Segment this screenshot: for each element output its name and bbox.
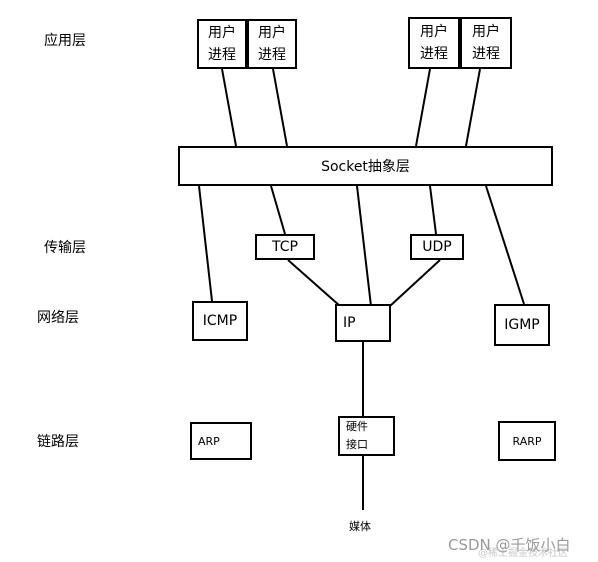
- media-label: 媒体: [349, 520, 371, 533]
- user-process-box: 用户 进程: [247, 19, 297, 69]
- tcp-label: TCP: [272, 239, 298, 255]
- link-proc3-socket: [415, 68, 431, 147]
- hw-label: 硬件: [346, 420, 368, 433]
- user-process-box: 用户 进程: [197, 19, 247, 69]
- process-label: 用户: [258, 25, 286, 41]
- watermark-sub: @稀土掘金技术社区: [478, 548, 568, 559]
- link-proc2-socket: [272, 68, 288, 147]
- link-proc1-socket: [221, 68, 237, 147]
- process-label: 进程: [208, 47, 236, 63]
- igmp-label: IGMP: [504, 317, 540, 333]
- link-socket-udp: [429, 185, 437, 235]
- arp-label: ARP: [198, 434, 220, 448]
- socket-label: Socket抽象层: [321, 159, 410, 175]
- link-tcp-ip: [287, 259, 341, 307]
- link-udp-ip: [389, 259, 441, 307]
- icmp-label: ICMP: [202, 313, 238, 329]
- link-socket-icmp: [198, 185, 213, 302]
- link-socket-igmp: [485, 185, 525, 305]
- process-label: 用户: [420, 24, 448, 40]
- tcp-box: TCP: [255, 234, 315, 260]
- ip-label: IP: [343, 315, 356, 331]
- process-label: 进程: [420, 46, 448, 62]
- link-socket-tcp: [270, 185, 286, 235]
- user-process-box: 用户 进程: [408, 17, 460, 69]
- watermark-main: CSDN @千饭小白: [448, 536, 571, 554]
- user-process-box: 用户 进程: [460, 17, 512, 69]
- icmp-box: ICMP: [192, 301, 248, 341]
- layer-label-link: 链路层: [37, 434, 79, 450]
- process-label: 用户: [472, 24, 500, 40]
- hardware-interface-box: 硬件 接口: [338, 416, 395, 456]
- layer-label-application: 应用层: [44, 33, 86, 49]
- process-label: 进程: [472, 46, 500, 62]
- layer-label-network: 网络层: [37, 310, 79, 326]
- arp-box: ARP: [190, 422, 252, 460]
- rarp-box: RARP: [498, 421, 556, 461]
- link-proc4-socket: [465, 68, 481, 147]
- socket-abstraction-layer: Socket抽象层: [178, 146, 553, 186]
- ip-box: IP: [335, 304, 391, 342]
- layer-label-transport: 传输层: [44, 240, 86, 256]
- process-label: 用户: [208, 25, 236, 41]
- rarp-label: RARP: [512, 434, 542, 448]
- udp-box: UDP: [410, 234, 464, 260]
- process-label: 进程: [258, 47, 286, 63]
- hw-label: 接口: [346, 438, 368, 451]
- link-socket-ip: [356, 185, 372, 307]
- udp-label: UDP: [422, 239, 452, 255]
- igmp-box: IGMP: [494, 304, 550, 346]
